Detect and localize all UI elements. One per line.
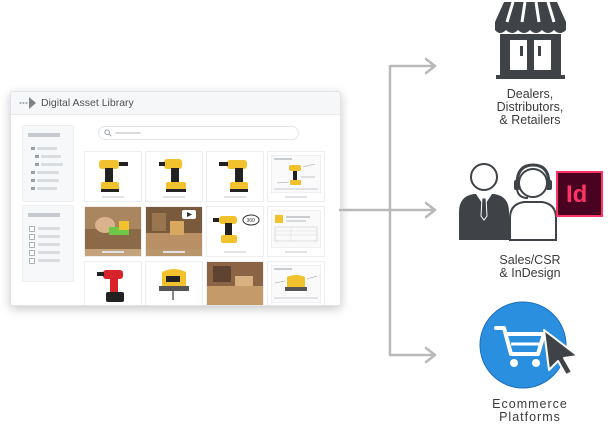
filter-label xyxy=(38,243,60,246)
arrowhead-dealers xyxy=(424,57,437,75)
dealers-label-line: & Retailers xyxy=(499,113,561,127)
filter-checkbox[interactable] xyxy=(29,242,35,248)
asset-caption xyxy=(224,251,246,253)
cordless-drill-icon xyxy=(219,160,248,192)
library-title: Digital Asset Library xyxy=(41,97,134,109)
video-thumbnail-icon xyxy=(146,207,202,249)
workshop-photo-icon xyxy=(207,262,263,305)
ecommerce-label: Ecommerce Platforms xyxy=(460,398,600,424)
red-drill-icon xyxy=(97,270,124,302)
dealers-label-line: Dealers, xyxy=(506,87,554,101)
folder-icon[interactable] xyxy=(31,171,35,174)
folder-item[interactable] xyxy=(37,179,59,182)
panel-heading xyxy=(28,213,60,217)
spec-sheet-icon xyxy=(271,155,321,193)
asset-caption xyxy=(163,196,185,198)
filter-label xyxy=(38,227,60,230)
asset-thumbnail-drill[interactable] xyxy=(145,151,203,202)
folder-item[interactable] xyxy=(37,147,57,150)
indesign-icon: Id xyxy=(556,171,603,217)
folder-icon[interactable] xyxy=(31,147,35,150)
in-use-photo-icon xyxy=(85,207,141,249)
filter-checkbox[interactable] xyxy=(29,234,35,240)
folder-icon[interactable] xyxy=(35,163,39,166)
filter-label xyxy=(38,235,60,238)
filter-label xyxy=(38,259,60,262)
asset-caption xyxy=(102,196,124,198)
cordless-drill-icon xyxy=(99,160,128,192)
folder-item[interactable] xyxy=(37,171,59,174)
cordless-drill-icon xyxy=(159,159,186,192)
window-titlebar: Digital Asset Library xyxy=(11,92,340,115)
folder-icon[interactable] xyxy=(35,155,39,158)
folder-item[interactable] xyxy=(41,155,61,158)
ecommerce-label-line: Ecommerce xyxy=(492,397,568,411)
filter-label xyxy=(38,251,60,254)
indesign-badge-text: Id xyxy=(566,181,588,208)
asset-caption xyxy=(224,196,246,198)
asset-thumbnail-video[interactable] xyxy=(145,206,203,257)
search-placeholder xyxy=(115,132,141,134)
filter-checkbox[interactable] xyxy=(29,258,35,264)
asset-thumbnail-jigsaw[interactable] xyxy=(145,261,203,305)
arrow-to-dealers-trunk xyxy=(388,64,437,357)
sales-label-line: Sales/CSR xyxy=(499,253,561,267)
asset-thumbnail-360[interactable]: 360 xyxy=(206,206,264,257)
arrowhead-ecommerce xyxy=(424,346,437,364)
asset-caption xyxy=(285,251,307,253)
jigsaw-icon xyxy=(159,269,189,300)
folder-item[interactable] xyxy=(37,187,57,190)
svg-text:360: 360 xyxy=(247,218,256,224)
people-headset-icon xyxy=(459,163,557,241)
asset-thumbnail-drill[interactable] xyxy=(84,151,142,202)
panel-heading xyxy=(28,133,60,137)
folder-item[interactable] xyxy=(41,163,63,166)
shopping-cart-cursor-icon xyxy=(479,301,579,389)
document-icon xyxy=(271,210,321,248)
search-input[interactable] xyxy=(98,126,299,140)
asset-thumbnail-spec-sheet[interactable] xyxy=(267,151,325,202)
storefront-icon xyxy=(495,1,566,79)
folder-icon[interactable] xyxy=(31,187,35,190)
search-icon xyxy=(104,129,112,137)
asset-caption xyxy=(102,251,124,253)
dealers-label-line: Distributors, xyxy=(496,100,564,114)
asset-thumbnail-drill-red[interactable] xyxy=(84,261,142,305)
arrowhead-sales xyxy=(424,201,437,219)
jigsaw-spec-sheet-icon xyxy=(271,265,321,303)
asset-thumbnail-document[interactable] xyxy=(267,206,325,257)
asset-thumbnail-spec-sheet[interactable] xyxy=(267,261,325,305)
folder-icon[interactable] xyxy=(31,179,35,182)
library-logo-icon xyxy=(19,97,36,109)
digital-asset-library-window: Digital Asset Library xyxy=(10,91,341,306)
asset-thumbnail-photo[interactable] xyxy=(206,261,264,305)
asset-caption xyxy=(163,251,185,253)
filter-checkbox[interactable] xyxy=(29,250,35,256)
sales-label-line: & InDesign xyxy=(499,266,561,280)
folder-tree-panel xyxy=(22,125,74,202)
filter-panel xyxy=(22,205,74,282)
sales-label: Sales/CSR & InDesign xyxy=(460,254,600,280)
asset-caption xyxy=(285,196,307,198)
ecommerce-label-line: Platforms xyxy=(499,410,561,424)
filter-checkbox[interactable] xyxy=(29,226,35,232)
dealers-label: Dealers, Distributors, & Retailers xyxy=(460,88,600,127)
asset-thumbnail-drill[interactable] xyxy=(206,151,264,202)
drill-360-view-icon: 360 xyxy=(213,214,260,243)
asset-thumbnail-photo[interactable] xyxy=(84,206,142,257)
